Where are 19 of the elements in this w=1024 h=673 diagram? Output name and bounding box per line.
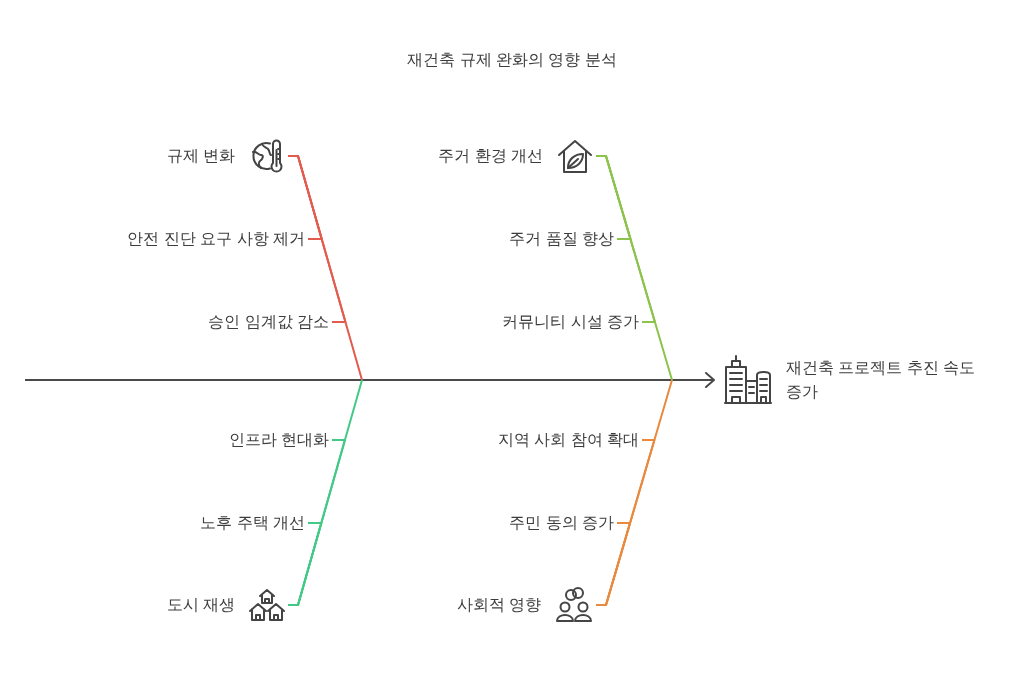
branch-line (287, 155, 347, 323)
category-label: 도시 재생 (166, 595, 235, 615)
branch-line (287, 522, 323, 606)
branch-line (595, 522, 632, 606)
cause-label: 지역 사회 참여 확대 (497, 429, 639, 451)
cause-label: 주민 동의 증가 (509, 512, 614, 534)
cause-label: 인프라 현대화 (228, 429, 329, 451)
cause-label: 안전 진단 요구 사항 제거 (127, 228, 305, 250)
branch-line (595, 155, 656, 323)
category-label: 사회적 영향 (456, 595, 541, 615)
spine-arrow (24, 372, 715, 388)
cause-label: 노후 주택 개선 (200, 512, 305, 534)
category-label: 주거 환경 개선 (438, 146, 543, 166)
diagram-title: 재건축 규제 완화의 영향 분석 (407, 50, 617, 70)
effect-label: 재건축 프로젝트 추진 속도 증가 (786, 358, 977, 402)
cause-label: 커뮤니티 시설 증가 (502, 311, 639, 333)
cause-label: 승인 임계값 감소 (208, 311, 329, 333)
category-label: 규제 변화 (166, 146, 235, 166)
cause-label: 주거 품질 향상 (509, 228, 614, 250)
